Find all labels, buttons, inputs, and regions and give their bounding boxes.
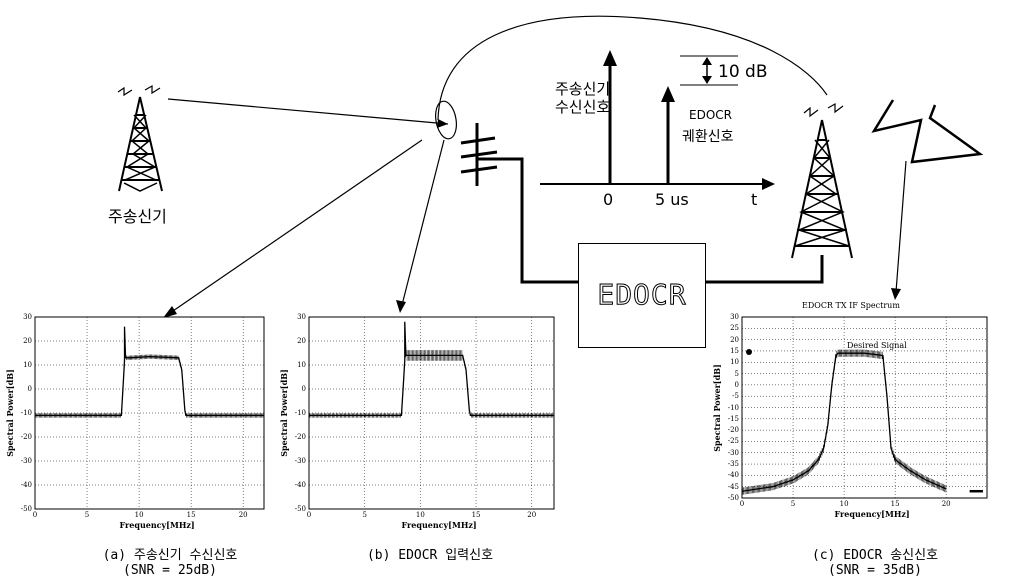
noise-trace bbox=[309, 346, 554, 418]
y-tick-label: -50 bbox=[727, 494, 739, 502]
y-tick-label: 10 bbox=[23, 361, 32, 369]
y-tick-label: -35 bbox=[727, 460, 739, 469]
x-tick-label: 0 bbox=[739, 500, 745, 508]
noise-trace bbox=[35, 352, 264, 418]
y-tick-label: 20 bbox=[297, 337, 306, 345]
main-tx-label: 주송신기 bbox=[108, 207, 167, 226]
x-tick-label: 10 bbox=[134, 511, 144, 519]
y-tick-label: -45 bbox=[727, 482, 739, 491]
receive-antenna-icon bbox=[460, 123, 498, 186]
lightning-icon bbox=[871, 99, 984, 164]
caption-c: (c) EDOCR 송신신호 (SNR = 35dB) bbox=[780, 548, 970, 578]
time-axis-label: t bbox=[751, 190, 758, 209]
y-tick-label: -50 bbox=[20, 505, 32, 513]
y-tick-label: -40 bbox=[727, 471, 739, 480]
y-tick-label: -30 bbox=[20, 457, 32, 465]
caption-a: (a) 주송신기 수신신호 (SNR = 25dB) bbox=[60, 548, 280, 578]
edocr-tower-icon bbox=[791, 102, 853, 259]
received-signal-label-2: 수신신호 bbox=[555, 98, 611, 116]
chart-c-spectrum bbox=[741, 316, 988, 499]
y-tick-label: 30 bbox=[730, 313, 739, 321]
timing-diagram bbox=[540, 50, 775, 190]
caption-c-line1: (c) EDOCR 송신신호 bbox=[811, 548, 939, 563]
chart-a-spectrum bbox=[34, 316, 265, 510]
y-tick-label: -5 bbox=[732, 392, 739, 401]
x-tick-label: 5 bbox=[362, 511, 367, 519]
chart-annotation: Desired Signal bbox=[847, 341, 907, 350]
feedback-label-1: EDOCR bbox=[689, 108, 732, 122]
caption-b: (b) EDOCR 입력신호 bbox=[330, 548, 530, 563]
received-signal-label-1: 주송신기 bbox=[555, 80, 611, 98]
x-axis-label: Frequency[MHz] bbox=[401, 520, 477, 530]
y-tick-label: 30 bbox=[297, 313, 306, 321]
delta-label: 10 dB bbox=[718, 62, 768, 82]
y-tick-label: 0 bbox=[734, 380, 739, 389]
x-tick-label: 5 bbox=[790, 500, 796, 508]
y-tick-label: -15 bbox=[727, 414, 739, 423]
y-tick-label: 0 bbox=[27, 385, 32, 393]
y-tick-label: -50 bbox=[294, 505, 306, 513]
y-tick-label: 0 bbox=[301, 385, 306, 393]
y-axis-label: Spectral Power[dB] bbox=[279, 369, 289, 457]
caption-b-line1: (b) EDOCR 입력신호 bbox=[366, 548, 494, 563]
y-tick-label: 20 bbox=[730, 335, 739, 344]
y-tick-label: 10 bbox=[297, 361, 306, 369]
y-tick-label: -30 bbox=[727, 448, 739, 457]
marker-dot bbox=[746, 349, 752, 355]
x-axis-label: Frequency[MHz] bbox=[119, 520, 195, 530]
caption-c-line2: (SNR = 35dB) bbox=[828, 563, 922, 578]
x-tick-label: 5 bbox=[84, 511, 90, 519]
x-tick-label: 15 bbox=[890, 500, 900, 508]
y-tick-label: -20 bbox=[727, 426, 739, 435]
caption-a-line2: (SNR = 25dB) bbox=[123, 563, 217, 578]
edocr-box-label: EDOCR bbox=[597, 278, 687, 312]
x-axis-label: Frequency[MHz] bbox=[834, 509, 910, 519]
y-tick-label: 25 bbox=[730, 324, 739, 333]
y-axis-label: Spectral Power[dB] bbox=[712, 363, 722, 452]
x-tick-label: 0 bbox=[32, 511, 38, 519]
x-tick-label: 10 bbox=[839, 500, 849, 508]
chart-title: EDOCR TX IF Spectrum bbox=[802, 301, 900, 310]
chart-b-spectrum bbox=[308, 316, 555, 510]
y-tick-label: -10 bbox=[727, 403, 739, 412]
x-tick-label: 20 bbox=[941, 500, 951, 508]
y-tick-label: -25 bbox=[727, 437, 739, 446]
caption-a-line1: (a) 주송신기 수신신호 bbox=[102, 548, 238, 563]
x-tick-label: 15 bbox=[471, 511, 481, 519]
x-tick-label: 10 bbox=[415, 511, 425, 519]
y-tick-label: -10 bbox=[20, 409, 32, 417]
y-tick-label: 10 bbox=[730, 358, 739, 367]
edocr-box: EDOCR bbox=[578, 243, 706, 348]
y-tick-label: 30 bbox=[23, 313, 32, 321]
x-tick-label: 0 bbox=[306, 511, 312, 519]
x-tick-label: 15 bbox=[186, 511, 196, 519]
time-zero-label: 0 bbox=[603, 190, 614, 209]
main-transmitter-tower-icon bbox=[117, 84, 163, 192]
time-5us-label: 5 us bbox=[655, 190, 689, 209]
y-tick-label: -40 bbox=[20, 481, 32, 489]
y-tick-label: 15 bbox=[730, 346, 739, 355]
y-tick-label: 20 bbox=[23, 337, 32, 345]
y-axis-label: Spectral Power[dB] bbox=[5, 369, 15, 457]
y-tick-label: 5 bbox=[734, 369, 739, 378]
y-tick-label: -20 bbox=[294, 433, 306, 441]
x-tick-label: 20 bbox=[238, 511, 248, 519]
y-tick-label: -20 bbox=[20, 433, 32, 441]
y-tick-label: -10 bbox=[294, 409, 306, 417]
y-tick-label: -30 bbox=[294, 457, 306, 465]
noise-trace bbox=[742, 349, 947, 495]
y-tick-label: -40 bbox=[294, 481, 306, 489]
x-tick-label: 20 bbox=[527, 511, 537, 519]
feedback-label-2: 궤환신호 bbox=[682, 129, 734, 145]
